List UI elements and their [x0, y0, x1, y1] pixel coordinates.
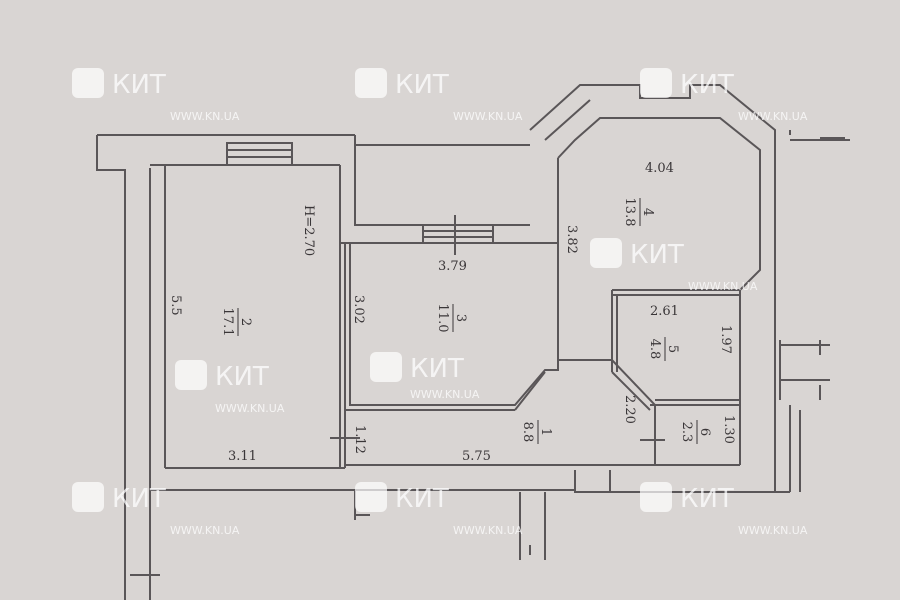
- room-5-label: 5 4.8: [647, 337, 680, 361]
- watermark: КИТ WWW.KN.UA: [640, 68, 808, 123]
- svg-text:WWW.KN.UA: WWW.KN.UA: [453, 524, 523, 537]
- dim-3-82: 3.82: [564, 225, 579, 254]
- watermark: КИТ WWW.KN.UA: [590, 238, 758, 293]
- svg-text:3: 3: [453, 314, 468, 322]
- svg-text:4.8: 4.8: [647, 339, 662, 360]
- svg-text:КИТ: КИТ: [395, 484, 449, 514]
- svg-text:WWW.KN.UA: WWW.KN.UA: [410, 388, 480, 401]
- logo-icon: [355, 482, 387, 512]
- dim-3-79: 3.79: [438, 259, 467, 274]
- logo-icon: [640, 68, 672, 98]
- svg-text:WWW.KN.UA: WWW.KN.UA: [738, 110, 808, 123]
- walls: [96, 84, 850, 600]
- dim-3-11: 3.11: [228, 449, 257, 464]
- svg-text:1: 1: [538, 428, 553, 436]
- dim-3-02: 3.02: [351, 295, 366, 324]
- dim-5-75: 5.75: [462, 449, 491, 464]
- svg-text:6: 6: [697, 428, 712, 436]
- svg-text:2.3: 2.3: [679, 422, 694, 443]
- dimension-labels: 4.04 3.82 3.79 H=2.70 5.5 3.02 2.61 1.97…: [168, 161, 736, 464]
- room-2-label: 2 17.1: [220, 308, 253, 337]
- svg-text:КИТ: КИТ: [112, 70, 166, 100]
- watermark: КИТ WWW.KN.UA: [355, 482, 523, 537]
- logo-icon: [370, 352, 402, 382]
- svg-text:17.1: 17.1: [220, 308, 235, 337]
- watermark: КИТ WWW.KN.UA: [72, 68, 240, 123]
- watermarks: КИТ WWW.KN.UA КИТ WWW.KN.UA КИТ WWW.KN.UA К…: [72, 68, 808, 537]
- dim-1-12: 1.12: [352, 425, 367, 454]
- logo-icon: [640, 482, 672, 512]
- room-labels: 4 13.8 2 17.1 3 11.0 5 4.8 1 8.8 6 2.3: [220, 198, 712, 444]
- svg-text:8.8: 8.8: [520, 422, 535, 443]
- dim-1-97: 1.97: [718, 325, 733, 354]
- svg-text:WWW.KN.UA: WWW.KN.UA: [688, 280, 758, 293]
- room-4-label: 4 13.8: [622, 198, 655, 227]
- svg-text:КИТ: КИТ: [680, 70, 734, 100]
- svg-text:4: 4: [640, 208, 655, 216]
- svg-text:КИТ: КИТ: [410, 354, 464, 384]
- ceiling-height: H=2.70: [301, 205, 316, 256]
- dim-2-61: 2.61: [650, 304, 679, 319]
- watermark: КИТ WWW.KN.UA: [370, 352, 480, 401]
- dim-1-30: 1.30: [721, 415, 736, 444]
- logo-icon: [590, 238, 622, 268]
- svg-text:2: 2: [238, 318, 253, 326]
- svg-text:WWW.KN.UA: WWW.KN.UA: [215, 402, 285, 415]
- dim-5-5: 5.5: [168, 295, 183, 316]
- watermark: КИТ WWW.KN.UA: [72, 482, 240, 537]
- watermark: КИТ WWW.KN.UA: [175, 360, 285, 415]
- dim-2-20: 2.20: [622, 395, 637, 424]
- svg-text:5: 5: [665, 345, 680, 353]
- logo-icon: [72, 482, 104, 512]
- svg-text:КИТ: КИТ: [395, 70, 449, 100]
- logo-icon: [72, 68, 104, 98]
- logo-icon: [175, 360, 207, 390]
- room-6-label: 6 2.3: [679, 420, 712, 444]
- svg-text:13.8: 13.8: [622, 198, 637, 227]
- logo-icon: [355, 68, 387, 98]
- watermark: КИТ WWW.KN.UA: [355, 68, 523, 123]
- svg-text:КИТ: КИТ: [680, 484, 734, 514]
- svg-text:WWW.KN.UA: WWW.KN.UA: [170, 110, 240, 123]
- room-1-label: 1 8.8: [520, 420, 553, 444]
- svg-text:11.0: 11.0: [435, 304, 450, 333]
- svg-text:WWW.KN.UA: WWW.KN.UA: [453, 110, 523, 123]
- room-3-label: 3 11.0: [435, 304, 468, 333]
- svg-text:КИТ: КИТ: [215, 362, 269, 392]
- svg-text:WWW.KN.UA: WWW.KN.UA: [170, 524, 240, 537]
- svg-text:КИТ: КИТ: [112, 484, 166, 514]
- dim-4-04: 4.04: [645, 161, 674, 176]
- svg-text:КИТ: КИТ: [630, 240, 684, 270]
- watermark: КИТ WWW.KN.UA: [640, 482, 808, 537]
- svg-text:WWW.KN.UA: WWW.KN.UA: [738, 524, 808, 537]
